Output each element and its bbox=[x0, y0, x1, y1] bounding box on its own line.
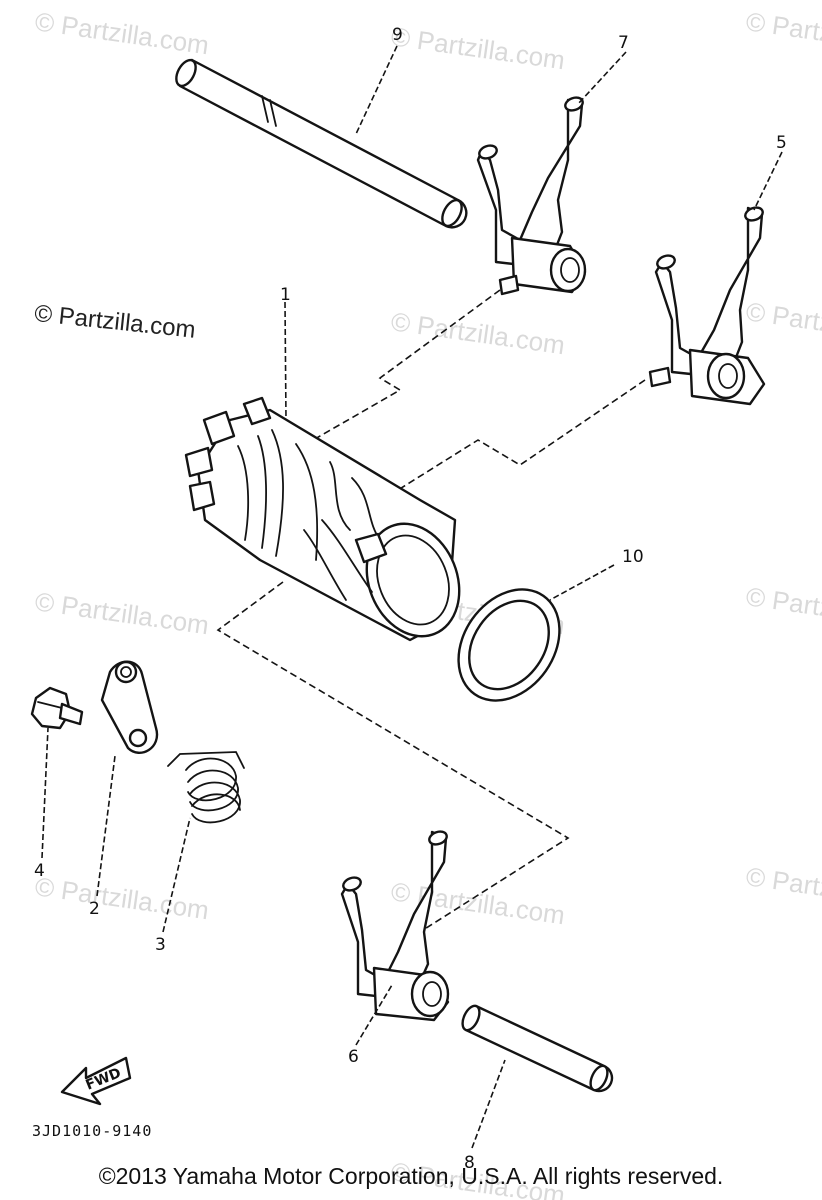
leader-lines bbox=[41, 45, 783, 1149]
part-7-shift-fork[interactable] bbox=[476, 95, 587, 296]
watermark-faint: © Partzilla.com bbox=[744, 296, 822, 350]
fwd-arrow-icon: FWD bbox=[60, 1056, 132, 1106]
part-8-guide-bar-short[interactable] bbox=[459, 1003, 614, 1093]
callout-6: 6 bbox=[348, 1047, 359, 1067]
watermark-faint: © Partzilla.com bbox=[744, 6, 822, 60]
part-2-stopper-lever[interactable] bbox=[100, 660, 159, 754]
part-5-shift-fork[interactable] bbox=[648, 205, 766, 406]
watermark-faint: © Partzilla.com bbox=[33, 586, 211, 640]
part-10-washer[interactable] bbox=[438, 570, 581, 720]
watermark-faint: © Partzilla.com bbox=[389, 21, 567, 75]
part-1-shift-cam[interactable] bbox=[184, 396, 476, 650]
callout-3: 3 bbox=[155, 935, 166, 955]
part-6-shift-fork[interactable] bbox=[340, 829, 450, 1022]
callout-7: 7 bbox=[618, 33, 629, 53]
callout-10: 10 bbox=[622, 547, 644, 567]
part-3-torsion-spring[interactable] bbox=[167, 751, 245, 824]
watermark-faint: © Partzilla.com bbox=[33, 871, 211, 925]
callout-4: 4 bbox=[34, 861, 45, 881]
callout-numbers: 9 7 5 1 10 4 2 3 6 8 bbox=[34, 25, 787, 1173]
watermark-faint: © Partzilla.com bbox=[744, 861, 822, 915]
callout-1: 1 bbox=[280, 285, 291, 305]
copyright-notice: ©2013 Yamaha Motor Corporation, U.S.A. A… bbox=[98, 1163, 724, 1189]
watermark-faint: © Partzilla.com bbox=[744, 581, 822, 635]
part-4-bolt[interactable] bbox=[30, 686, 84, 730]
callout-5: 5 bbox=[776, 133, 787, 153]
assembly-lines bbox=[216, 289, 646, 933]
drawing-code: 3JD1010-9140 bbox=[32, 1122, 153, 1140]
part-9-guide-bar[interactable] bbox=[172, 57, 468, 229]
callout-9: 9 bbox=[392, 25, 403, 45]
callout-2: 2 bbox=[89, 899, 100, 919]
watermark-faint: © Partzilla.com bbox=[33, 6, 211, 60]
callout-8: 8 bbox=[464, 1153, 475, 1173]
